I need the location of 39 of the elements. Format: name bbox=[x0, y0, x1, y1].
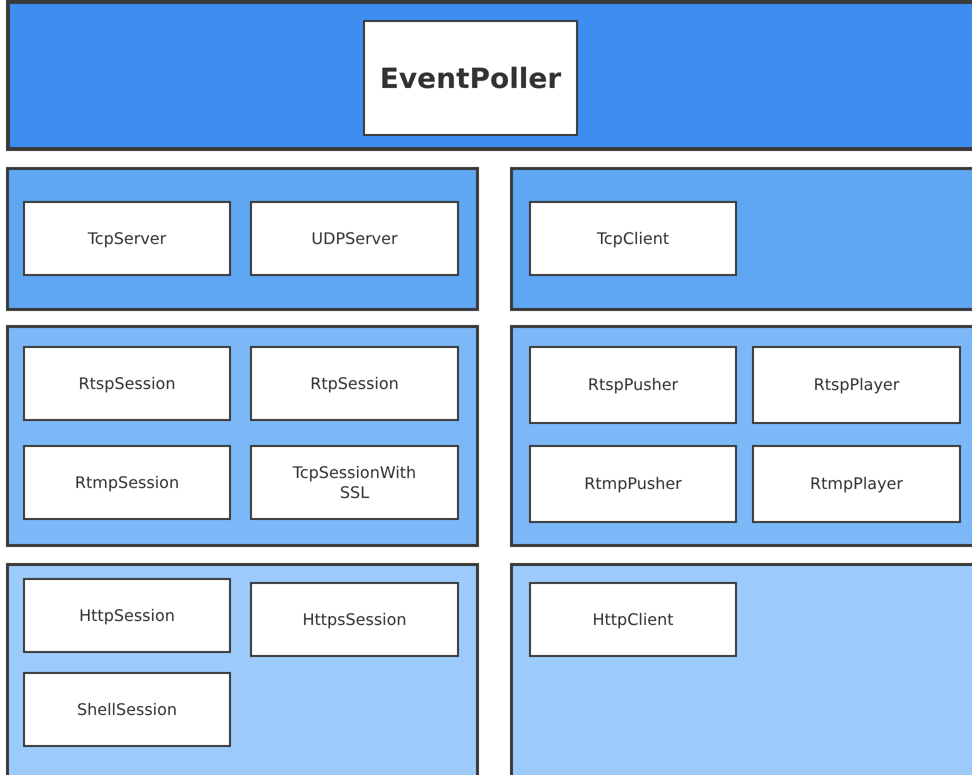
class-box bbox=[250, 346, 459, 421]
class-name: RtpSession bbox=[309, 374, 400, 394]
class-name: RtspSession bbox=[78, 374, 176, 394]
class-name: RtmpPusher bbox=[583, 474, 683, 494]
group-panel bbox=[510, 563, 972, 775]
class-box bbox=[752, 445, 961, 523]
class-name: HttpSession bbox=[78, 606, 176, 626]
class-box bbox=[23, 201, 231, 276]
class-box bbox=[752, 346, 961, 424]
group-panel bbox=[6, 563, 479, 775]
class-name: ShellSession bbox=[76, 700, 178, 720]
class-name: RtmpSession bbox=[74, 472, 180, 492]
class-name: TcpClient bbox=[596, 228, 670, 248]
class-box bbox=[250, 582, 459, 657]
class-box bbox=[529, 201, 737, 276]
class-name: RtspPlayer bbox=[812, 375, 900, 395]
class-box bbox=[250, 201, 459, 276]
class-name: UDPServer bbox=[310, 228, 399, 248]
class-box bbox=[529, 346, 737, 424]
class-box bbox=[529, 582, 737, 657]
group-panel bbox=[6, 325, 479, 547]
class-box bbox=[23, 445, 231, 520]
group-panel bbox=[6, 167, 479, 311]
class-box bbox=[23, 578, 231, 653]
class-name: TcpServer bbox=[86, 228, 168, 248]
class-name: RtspPusher bbox=[586, 375, 680, 395]
title-label: EventPoller bbox=[378, 60, 562, 96]
group-panel bbox=[510, 167, 972, 311]
header-band bbox=[6, 0, 972, 151]
class-name: HttpClient bbox=[591, 610, 675, 630]
class-name: TcpSessionWith SSL bbox=[292, 462, 418, 502]
class-box bbox=[250, 445, 459, 520]
group-panel bbox=[510, 325, 972, 547]
class-name: HttpsSession bbox=[301, 610, 408, 630]
class-box bbox=[529, 445, 737, 523]
class-box bbox=[23, 346, 231, 421]
class-name: RtmpPlayer bbox=[809, 474, 904, 494]
title-box bbox=[363, 20, 578, 136]
class-box bbox=[23, 672, 231, 747]
